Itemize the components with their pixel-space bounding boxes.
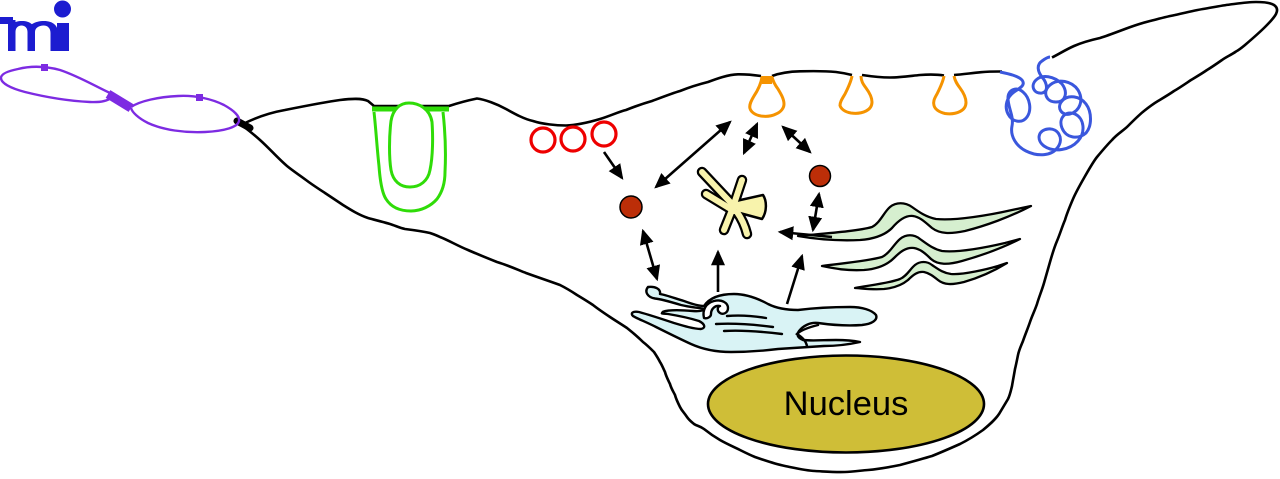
svg-text:Nucleus: Nucleus — [784, 385, 909, 423]
